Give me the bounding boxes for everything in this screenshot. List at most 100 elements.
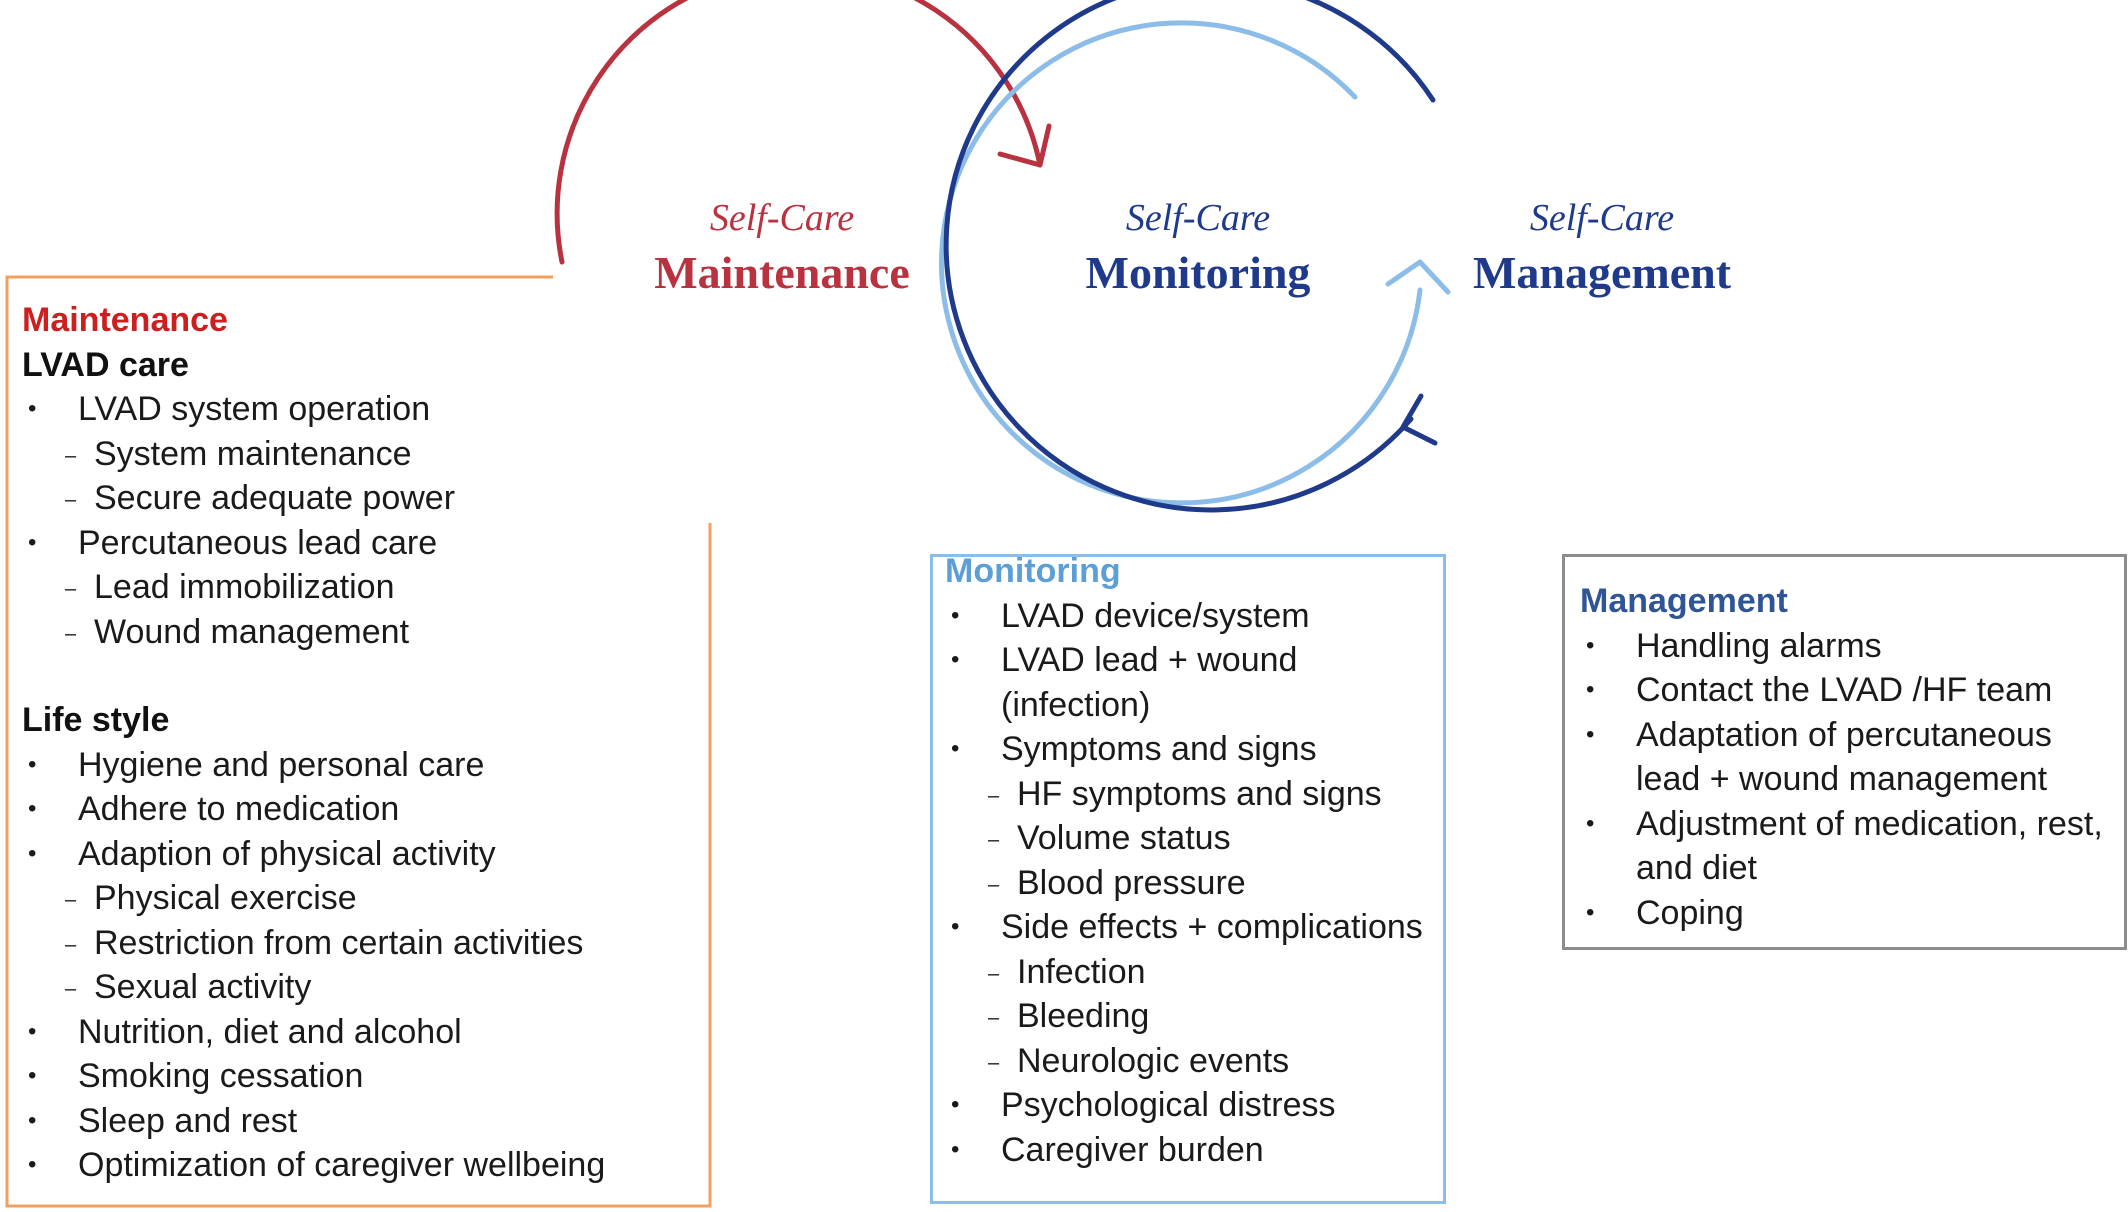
dash-icon: – [988, 1007, 1000, 1029]
list-item-label: Adhere to medication [78, 790, 400, 828]
bullet-icon: • [1586, 631, 1595, 659]
bullet-icon: • [28, 1017, 37, 1045]
monitoring-arrowhead [1385, 259, 1451, 295]
bullet-icon: • [1586, 676, 1595, 703]
list-item-label: Hygiene and personal care [78, 745, 485, 784]
maintenance-panel-border [5, 275, 712, 1208]
list-subitem-label: Bleeding [1017, 997, 1150, 1035]
bullet-icon: • [28, 1106, 37, 1134]
dash-icon: – [65, 622, 77, 645]
list-item: •LVAD system operation [22, 387, 711, 432]
list-item-label: Coping [1636, 893, 1744, 932]
list-item: • Adhere to medication [22, 787, 711, 832]
list-item: • Symptoms and signs [945, 727, 1443, 772]
bullet-icon: • [28, 1062, 37, 1089]
list-item: • Coping [1580, 891, 2124, 936]
list-subitem: –Physical exercise [22, 876, 711, 921]
list-item: • LVAD device/system [945, 594, 1443, 639]
list-subitem-label: Wound management [94, 612, 410, 651]
list-item-label: Symptoms and signs [1001, 730, 1317, 768]
bullet-icon: • [28, 795, 37, 822]
list-item-label: Handling alarms [1636, 626, 1882, 665]
list-item: • LVAD lead + wound (infection) [945, 638, 1443, 727]
list-subitem-label: Sexual activity [94, 968, 312, 1006]
list-subitem: –Volume status [945, 816, 1443, 861]
list-subitem-label: Neurologic events [1017, 1041, 1290, 1080]
list-item-label: LVAD system operation [78, 390, 431, 428]
management-arc [943, 0, 1436, 513]
dash-icon: – [65, 978, 77, 1000]
list-item: •Psychological distress [945, 1083, 1443, 1128]
bullet-icon: • [1586, 809, 1595, 837]
list-subitem-label: System maintenance [94, 434, 412, 473]
management-cycle-label: Management [1473, 247, 1732, 298]
lvad-care-heading: LVAD care [22, 345, 189, 384]
bullet-icon: • [951, 1135, 960, 1163]
list-item-label: Contact the LVAD /HF team [1636, 671, 2053, 709]
life-style-list: • Hygiene and personal care • Adhere to med… [22, 743, 711, 1188]
list-subitem-label: Secure adequate power [94, 479, 456, 517]
dash-icon: – [988, 829, 1000, 851]
list-item: • Handling alarms [1580, 624, 2124, 669]
list-subitem: –Restriction from certain activities [22, 921, 711, 966]
management-list: • Handling alarms • Contact the LVAD /HF te… [1580, 624, 2124, 936]
list-item: •Sleep and rest [22, 1099, 711, 1144]
maintenance-arrowhead [997, 123, 1052, 168]
monitoring-list: • LVAD device/system • LVAD lead + wound (i… [945, 594, 1443, 1173]
dash-icon: – [988, 962, 1000, 985]
list-item-label: LVAD device/system [1001, 596, 1310, 635]
maintenance-arc [554, 0, 1043, 265]
dash-icon: – [988, 784, 1000, 807]
bullet-icon: • [28, 750, 37, 778]
list-item-label: Caregiver burden [1001, 1130, 1264, 1169]
bullet-icon: • [951, 601, 960, 629]
list-subitem: –Infection [945, 950, 1443, 995]
list-subitem: –Blood pressure [945, 861, 1443, 906]
list-item: • Caregiver burden [945, 1128, 1443, 1173]
maintenance-panel: Maintenance LVAD care •LVAD system opera… [6, 276, 711, 1206]
list-subitem: –Sexual activity [22, 965, 711, 1010]
list-item-label: Adaptation of percutaneous lead + wound … [1636, 715, 2052, 799]
bullet-icon: • [951, 913, 960, 940]
list-item: • Percutaneous lead care [22, 521, 711, 566]
list-item: •Adjustment of medication, rest, and die… [1580, 802, 2124, 891]
maintenance-cycle-subtitle: Self-Care [710, 197, 854, 239]
monitoring-cycle-subtitle: Self-Care [1126, 197, 1270, 239]
list-subitem-label: Volume status [1017, 819, 1231, 857]
list-subitem: –Wound management [22, 610, 711, 655]
management-panel: Management • Handling alarms • Contact the … [1562, 554, 2127, 950]
bullet-icon: • [951, 735, 960, 762]
list-subitem: –HF symptoms and signs [945, 772, 1443, 817]
bullet-icon: • [1586, 898, 1595, 926]
bullet-icon: • [951, 646, 960, 673]
list-item: •Nutrition, diet and alcohol [22, 1010, 711, 1055]
list-item-label: Optimization of caregiver wellbeing [78, 1146, 606, 1184]
monitoring-panel-title: Monitoring [945, 554, 1121, 590]
management-panel-title: Management [1580, 582, 1788, 620]
monitoring-arc [939, 20, 1423, 506]
list-subitem-label: Physical exercise [94, 879, 357, 917]
list-subitem: –Lead immobilization [22, 565, 711, 610]
list-item-label: Adaption of physical activity [78, 834, 496, 873]
dash-icon: – [65, 933, 77, 956]
list-item-label: LVAD lead + wound (infection) [1001, 641, 1298, 724]
list-subitem-label: Infection [1017, 952, 1146, 991]
list-item-label: Psychological distress [1001, 1086, 1336, 1124]
monitoring-cycle-label: Monitoring [1086, 247, 1311, 298]
management-cycle-subtitle: Self-Care [1530, 197, 1674, 239]
list-subitem-label: Lead immobilization [94, 568, 395, 606]
list-item: • Hygiene and personal care [22, 743, 711, 788]
list-item-label: Side effects + complications [1001, 908, 1423, 946]
dash-icon: – [988, 873, 1000, 896]
bullet-icon: • [1586, 720, 1595, 748]
list-subitem-label: Blood pressure [1017, 863, 1246, 902]
bullet-icon: • [28, 528, 37, 556]
list-item: • Contact the LVAD /HF team [1580, 668, 2124, 713]
dash-icon: – [65, 444, 77, 467]
list-item-label: Percutaneous lead care [78, 523, 438, 562]
list-subitem: –System maintenance [22, 432, 711, 477]
list-item: •Adaption of physical activity [22, 832, 711, 877]
list-item-label: Smoking cessation [78, 1057, 364, 1095]
maintenance-panel-title: Maintenance [22, 301, 228, 339]
list-item: • Side effects + complications [945, 905, 1443, 950]
